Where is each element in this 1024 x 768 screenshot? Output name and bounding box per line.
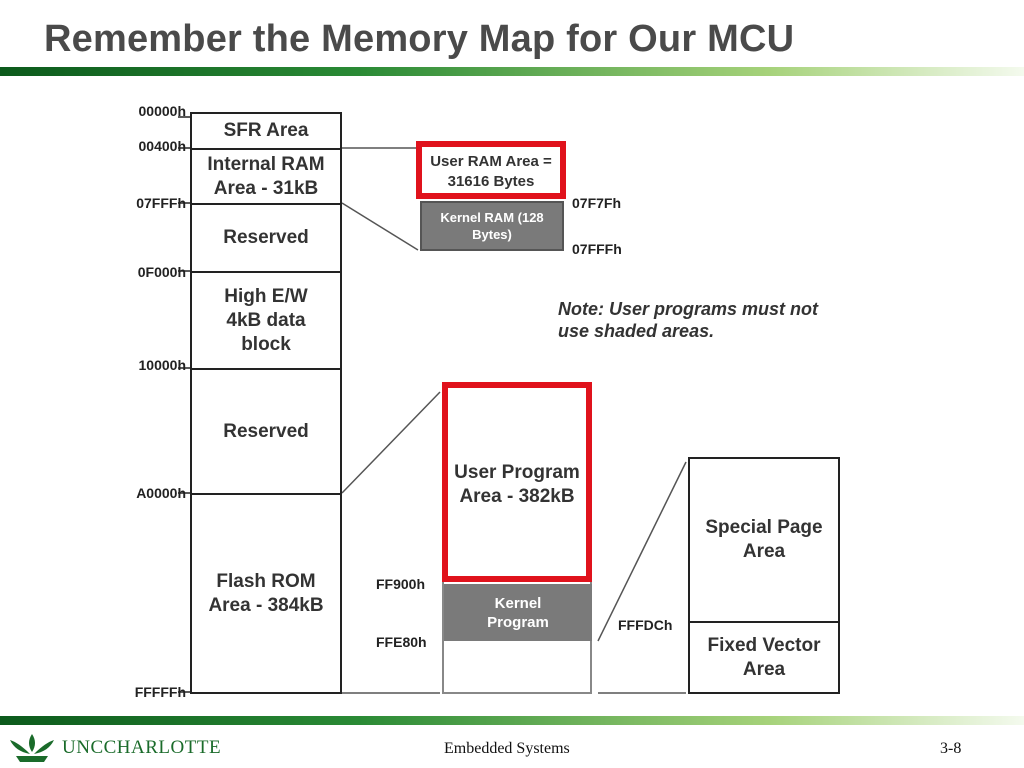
vector-divider (690, 621, 838, 623)
kernel-ram-area: Kernel RAM (128 Bytes) (420, 201, 564, 251)
region-reserved-2: Reserved (223, 420, 309, 442)
address-label: FFE80h (376, 634, 427, 650)
address-label: FFFDCh (618, 617, 673, 633)
university-logo-icon (10, 734, 54, 762)
special-page-area: Special Page Area (705, 517, 823, 562)
memory-map: SFR Area Internal RAM Area - 31kB Reserv… (190, 112, 342, 694)
kernel-program-area: Kernel Program (444, 584, 592, 641)
region-high-ew-block: High E/W 4kB data block (224, 285, 308, 355)
address-label: 0F000h (137, 264, 186, 280)
slide-title: Remember the Memory Map for Our MCU (44, 18, 795, 60)
address-label: FFFFFh (134, 684, 186, 700)
header-green-bar (0, 67, 1024, 76)
address-label: FF900h (376, 576, 426, 592)
address-label: 10000h (138, 357, 186, 373)
footer-green-bar (0, 716, 1024, 725)
footer-title: Embedded Systems (444, 740, 570, 757)
user-program-area: User Program Area - 382kB (454, 462, 580, 507)
address-label: 07F7Fh (572, 195, 622, 211)
highlight-user-program (442, 382, 592, 582)
address-label: 00400h (138, 138, 186, 154)
region-sfr-area: SFR Area (223, 120, 309, 141)
university-logo-text: UNCCHARLOTTE (62, 737, 222, 758)
page-number: 3-8 (940, 740, 962, 757)
note-text: Note: User programs must not use shaded … (558, 299, 819, 341)
region-internal-ram: Internal RAM Area - 31kB (207, 153, 325, 199)
address-label: 07FFFh (572, 241, 622, 257)
user-ram-area: User RAM Area = 31616 Bytes (420, 145, 562, 199)
region-flash-rom: Flash ROM Area - 384kB (208, 570, 324, 616)
fixed-vector-area: Fixed Vector Area (707, 634, 821, 680)
region-reserved-1: Reserved (223, 227, 309, 248)
highlight-user-ram (416, 141, 566, 199)
address-label: 00000h (138, 103, 186, 119)
vector-detail-column (688, 457, 840, 694)
address-label: 07FFFh (136, 195, 186, 211)
address-label: A0000h (136, 485, 186, 501)
